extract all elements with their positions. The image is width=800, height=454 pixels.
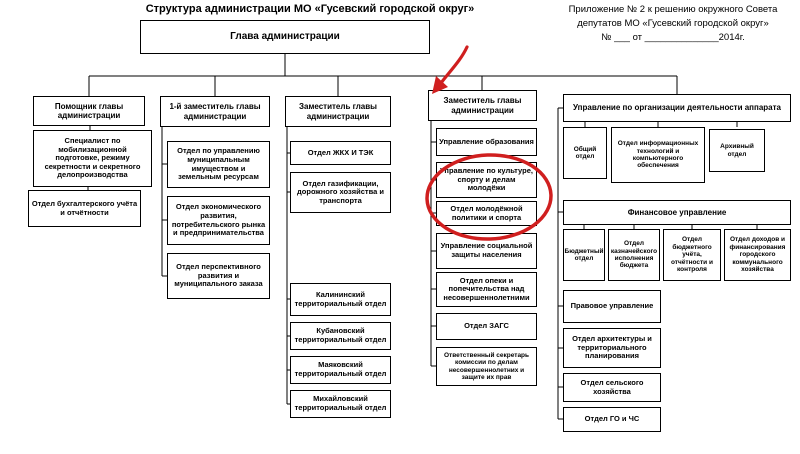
node-general-dept: Общий отдел: [563, 127, 607, 179]
node-archive-dept: Архивный отдел: [709, 129, 765, 172]
node-custody: Отдел опеки и попечительства над несовер…: [436, 272, 537, 307]
node-secretary-minors: Ответственный секретарь комиссии по дела…: [436, 347, 537, 386]
node-culture-sport-youth: Управление по культуре, спорту и делам м…: [436, 162, 537, 198]
annex-note: Приложение № 2 к решению окружного Совет…: [548, 3, 798, 44]
node-terr-mayakovsky: Маяковский территориальный отдел: [290, 356, 391, 384]
node-legal-office: Правовое управление: [563, 290, 661, 323]
node-head: Глава администрации: [140, 20, 430, 54]
node-property-dept: Отдел по управлению муниципальным имущес…: [167, 141, 270, 188]
annex-line-2: депутатов МО «Гусевский городской округ»: [577, 17, 769, 29]
node-perspective-dept: Отдел перспективного развития и муниципа…: [167, 253, 270, 299]
node-terr-kubanovsky: Кубановский территориальный отдел: [290, 322, 391, 350]
node-first-deputy: 1-й заместитель главы администрации: [160, 96, 270, 127]
node-agriculture-dept: Отдел сельского хозяйства: [563, 373, 661, 402]
node-deputy-housing: Заместитель главы администрации: [285, 96, 391, 127]
node-youth-policy-sport: Отдел молодёжной политики и спорта: [436, 201, 537, 226]
node-it-dept: Отдел информационных технологий и компью…: [611, 127, 705, 183]
node-education: Управление образования: [436, 128, 537, 156]
node-apparat-office: Управление по организации деятельности а…: [563, 94, 791, 122]
red-arrow-shaft: [439, 45, 469, 85]
node-treasury-dept: Отдел казначейского исполнения бюджета: [608, 229, 660, 281]
node-gasification: Отдел газификации, дорожного хозяйства и…: [290, 172, 391, 213]
annex-line-3: № ___ от ______________2014г.: [601, 31, 745, 43]
node-social-protection: Управление социальной защиты населения: [436, 233, 537, 269]
node-terr-mikhailovsky: Михайловский территориальный отдел: [290, 390, 391, 418]
node-zags: Отдел ЗАГС: [436, 313, 537, 340]
node-incomes-dept: Отдел доходов и финансирования городског…: [724, 229, 791, 281]
node-accounting: Отдел бухгалтерского учёта и отчётности: [28, 190, 141, 227]
node-budget-accounting-dept: Отдел бюджетного учёта, отчётности и кон…: [663, 229, 721, 281]
node-architecture-dept: Отдел архитектуры и территориального пла…: [563, 328, 661, 368]
node-terr-kalininsky: Калининский территориальный отдел: [290, 283, 391, 316]
node-finance-office: Финансовое управление: [563, 200, 791, 225]
node-zhkh-tek: Отдел ЖКХ И ТЭК: [290, 141, 391, 165]
node-budget-dept: Бюджетный отдел: [563, 229, 605, 281]
node-mobilization-specialist: Специалист по мобилизационной подготовке…: [33, 130, 152, 187]
chart-title: Структура администрации МО «Гусевский го…: [145, 3, 475, 15]
node-go-chs: Отдел ГО и ЧС: [563, 407, 661, 432]
node-economic-dept: Отдел экономического развития, потребите…: [167, 196, 270, 245]
node-assistant: Помощник главы администрации: [33, 96, 145, 126]
annex-line-1: Приложение № 2 к решению окружного Совет…: [568, 4, 778, 15]
node-deputy-social: Заместитель главы администрации: [428, 90, 537, 121]
